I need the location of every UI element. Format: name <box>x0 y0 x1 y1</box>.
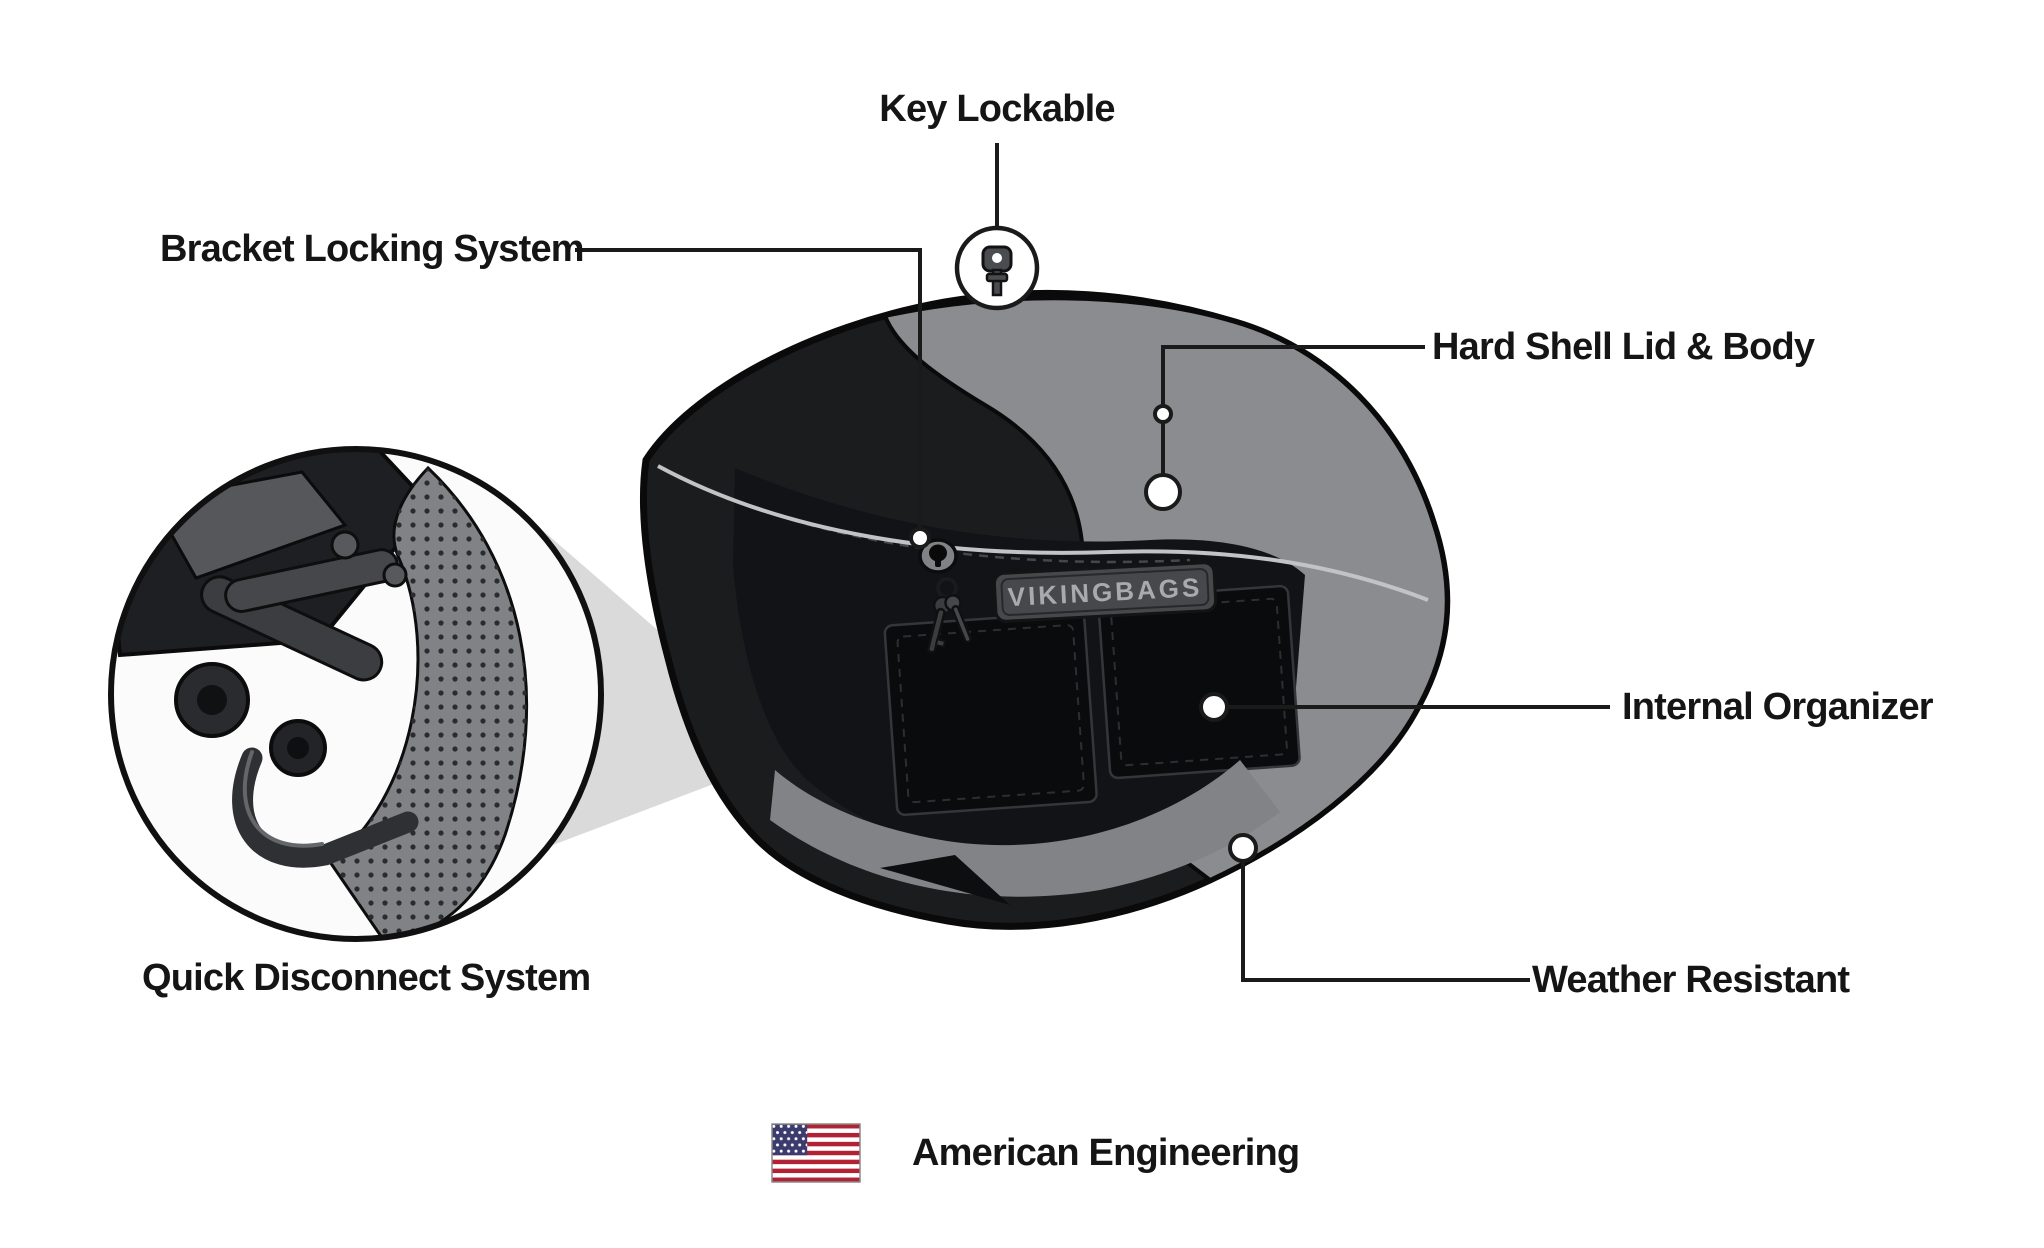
internal-organizer-pockets <box>883 584 1301 817</box>
inset-knob-center <box>197 685 227 715</box>
callout-dot-bracket-locking <box>909 527 931 549</box>
callout-label-quick-disconnect-system: Quick Disconnect System <box>142 957 591 999</box>
us-flag-icon <box>771 1123 861 1183</box>
inset-border <box>108 446 604 942</box>
lid-stitching <box>744 503 1191 564</box>
lid-seam-line <box>657 464 1429 602</box>
inset-knob-2-center <box>287 737 309 759</box>
callout-label-bracket-locking-system: Bracket Locking System <box>160 228 585 270</box>
callout-label-key-lockable: Key Lockable <box>879 88 1115 130</box>
keys-icon <box>927 577 972 654</box>
callout-leader-lines <box>575 143 1610 982</box>
callout-label-weather-resistant: Weather Resistant <box>1532 959 1850 1001</box>
inset-bracket-arm-2 <box>224 548 400 613</box>
inset-bolt-2 <box>382 562 408 588</box>
footer-label-american-engineering: American Engineering <box>912 1132 1300 1174</box>
inset-u-bolt-highlight <box>242 750 324 848</box>
inset-bolt <box>330 530 360 560</box>
callout-dot-weather-resistant <box>1228 833 1258 863</box>
keyhole-icon <box>918 538 958 574</box>
leader-line-hard-shell <box>1161 345 1425 475</box>
key-icon <box>981 245 1013 297</box>
bag-bottom-band <box>770 760 1280 897</box>
hardware-inset <box>108 446 604 942</box>
leader-line-bracket-locking <box>575 248 922 528</box>
callout-label-internal-organizer: Internal Organizer <box>1622 686 1934 728</box>
callout-dot-hard-shell <box>1144 473 1182 511</box>
brand-plate: VIKINGBAGS <box>992 561 1218 623</box>
callout-label-hard-shell-lid-body: Hard Shell Lid & Body <box>1432 326 1815 368</box>
callout-dot-hard-shell-small <box>1153 404 1173 424</box>
leader-line-weather-resistant <box>1241 862 1530 982</box>
callout-dot-internal-organizer <box>1199 692 1229 722</box>
key-lockable-badge <box>954 225 1040 311</box>
bag-bottom-notch <box>880 855 1010 905</box>
saddlebag-illustration: VIKINGBAGS <box>639 289 1451 930</box>
